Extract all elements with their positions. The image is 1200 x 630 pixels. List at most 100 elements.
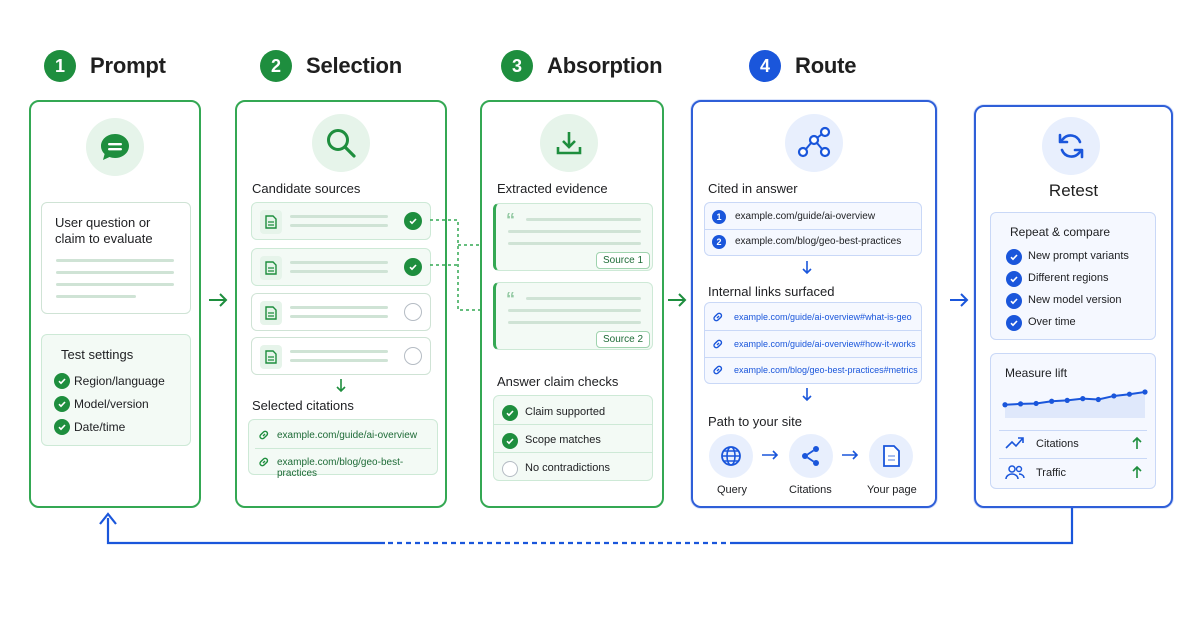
citation-url[interactable]: example.com/blog/geo-best-practices [277,457,404,479]
candidate-source-row[interactable] [251,202,431,240]
arrow-up-icon [1132,465,1142,478]
divider [705,229,921,230]
citation-url[interactable]: example.com/guide/ai-overview [277,430,418,441]
text-line [508,321,641,324]
divider [999,430,1147,431]
evidence-card: “ Source 2 [493,282,653,350]
repeat-item: New prompt variants [1028,250,1129,262]
lift-area [1005,392,1145,418]
arrow-up-icon [1132,436,1142,449]
text-line [56,295,136,298]
link-icon [259,457,269,467]
route-panel: Cited in answer 1 example.com/guide/ai-o… [691,100,937,508]
setting-item: Region/language [74,374,165,388]
metric-label: Traffic [1036,467,1066,479]
question-card: User question or claim to evaluate [41,202,191,314]
internal-link-url[interactable]: example.com/blog/geo-best-practices#metr… [734,365,918,375]
path-step-label: Your page [867,484,917,496]
text-line [56,271,174,274]
trend-up-icon [1005,437,1024,449]
step-number: 1 [44,50,76,82]
text-line [290,306,388,309]
divider [494,452,652,453]
link-icon [713,339,723,349]
quote-icon: “ [506,210,515,230]
check-icon [502,433,518,449]
retest-title: Retest [1048,181,1099,200]
step-4-header: 4 Route [749,50,857,82]
settings-title: Test settings [61,347,134,362]
text-line [508,309,641,312]
lift-point [1017,401,1024,407]
document-icon [260,210,282,234]
refresh-icon [1042,117,1100,175]
text-line [56,259,174,262]
absorption-panel: Extracted evidence “ Source 1 “ Source 2… [480,100,664,508]
internal-links-card: example.com/guide/ai-overview#what-is-ge… [704,302,922,384]
candidate-source-row[interactable] [251,293,431,331]
claim-check-item: Scope matches [525,434,601,446]
step-2-header: 2 Selection [260,50,402,82]
check-icon [502,405,518,421]
arrow-down-icon [336,379,346,393]
arrow-down-icon [802,261,812,275]
lift-point [1002,402,1008,408]
step-number: 2 [260,50,292,82]
cited-url[interactable]: example.com/guide/ai-overview [735,211,876,222]
step-number: 3 [501,50,533,82]
globe-icon [709,434,753,478]
users-icon [1005,465,1025,480]
cited-url[interactable]: example.com/blog/geo-best-practices [735,236,902,247]
measure-lift-card: Measure lift Citations Traffic [990,353,1156,489]
text-line [290,224,388,227]
repeat-compare-card: Repeat & compare New prompt variants Dif… [990,212,1156,340]
quote-icon: “ [506,289,515,309]
page-icon [869,434,913,478]
candidate-source-row[interactable] [251,337,431,375]
selected-citations-card: example.com/guide/ai-overview example.co… [248,419,438,479]
check-icon [54,419,70,435]
arrow-right-icon [209,293,228,307]
step-title: Route [795,53,857,78]
path-step-label: Citations [789,484,832,496]
step-3-header: 3 Absorption [501,50,663,82]
lift-line [1004,391,1146,406]
share-icon [789,434,833,478]
source-tag: Source 1 [596,252,651,269]
lift-sparkline [1002,389,1148,418]
setting-item: Model/version [74,397,149,411]
route-graph-icon [785,114,843,172]
empty-circle-icon [502,461,518,477]
link-icon [713,312,723,322]
document-icon [260,345,282,369]
text-line [290,261,388,264]
selection-panel: Candidate sources Selected citations exa… [235,100,447,508]
divider [705,357,921,358]
evidence-title: Extracted evidence [497,181,608,196]
text-line [290,215,388,218]
retest-panel: Retest Repeat & compare New prompt varia… [974,105,1173,508]
step-title: Absorption [547,53,663,78]
check-icon [54,396,70,412]
internal-link-url[interactable]: example.com/guide/ai-overview#what-is-ge… [734,312,912,322]
candidate-source-row[interactable] [251,248,431,286]
citation-number: 1 [712,210,726,224]
cited-title: Cited in answer [708,181,798,196]
divider [494,424,652,425]
internal-link-url[interactable]: example.com/guide/ai-overview#how-it-wor… [734,339,916,349]
arrow-right-icon [668,293,687,307]
document-icon [260,301,282,325]
download-icon [540,114,598,172]
selected-citations-title: Selected citations [252,398,354,413]
chat-icon [86,118,144,176]
check-icon [404,258,422,276]
text-line [290,350,388,353]
repeat-item: New model version [1028,294,1122,306]
arrow-right-icon [762,450,779,460]
settings-card: Test settings Region/language Model/vers… [41,334,191,446]
claim-check-item: Claim supported [525,406,606,418]
lift-point [1033,400,1039,407]
document-icon [260,256,282,280]
step-number: 4 [749,50,781,82]
source-tag: Source 2 [596,331,651,348]
